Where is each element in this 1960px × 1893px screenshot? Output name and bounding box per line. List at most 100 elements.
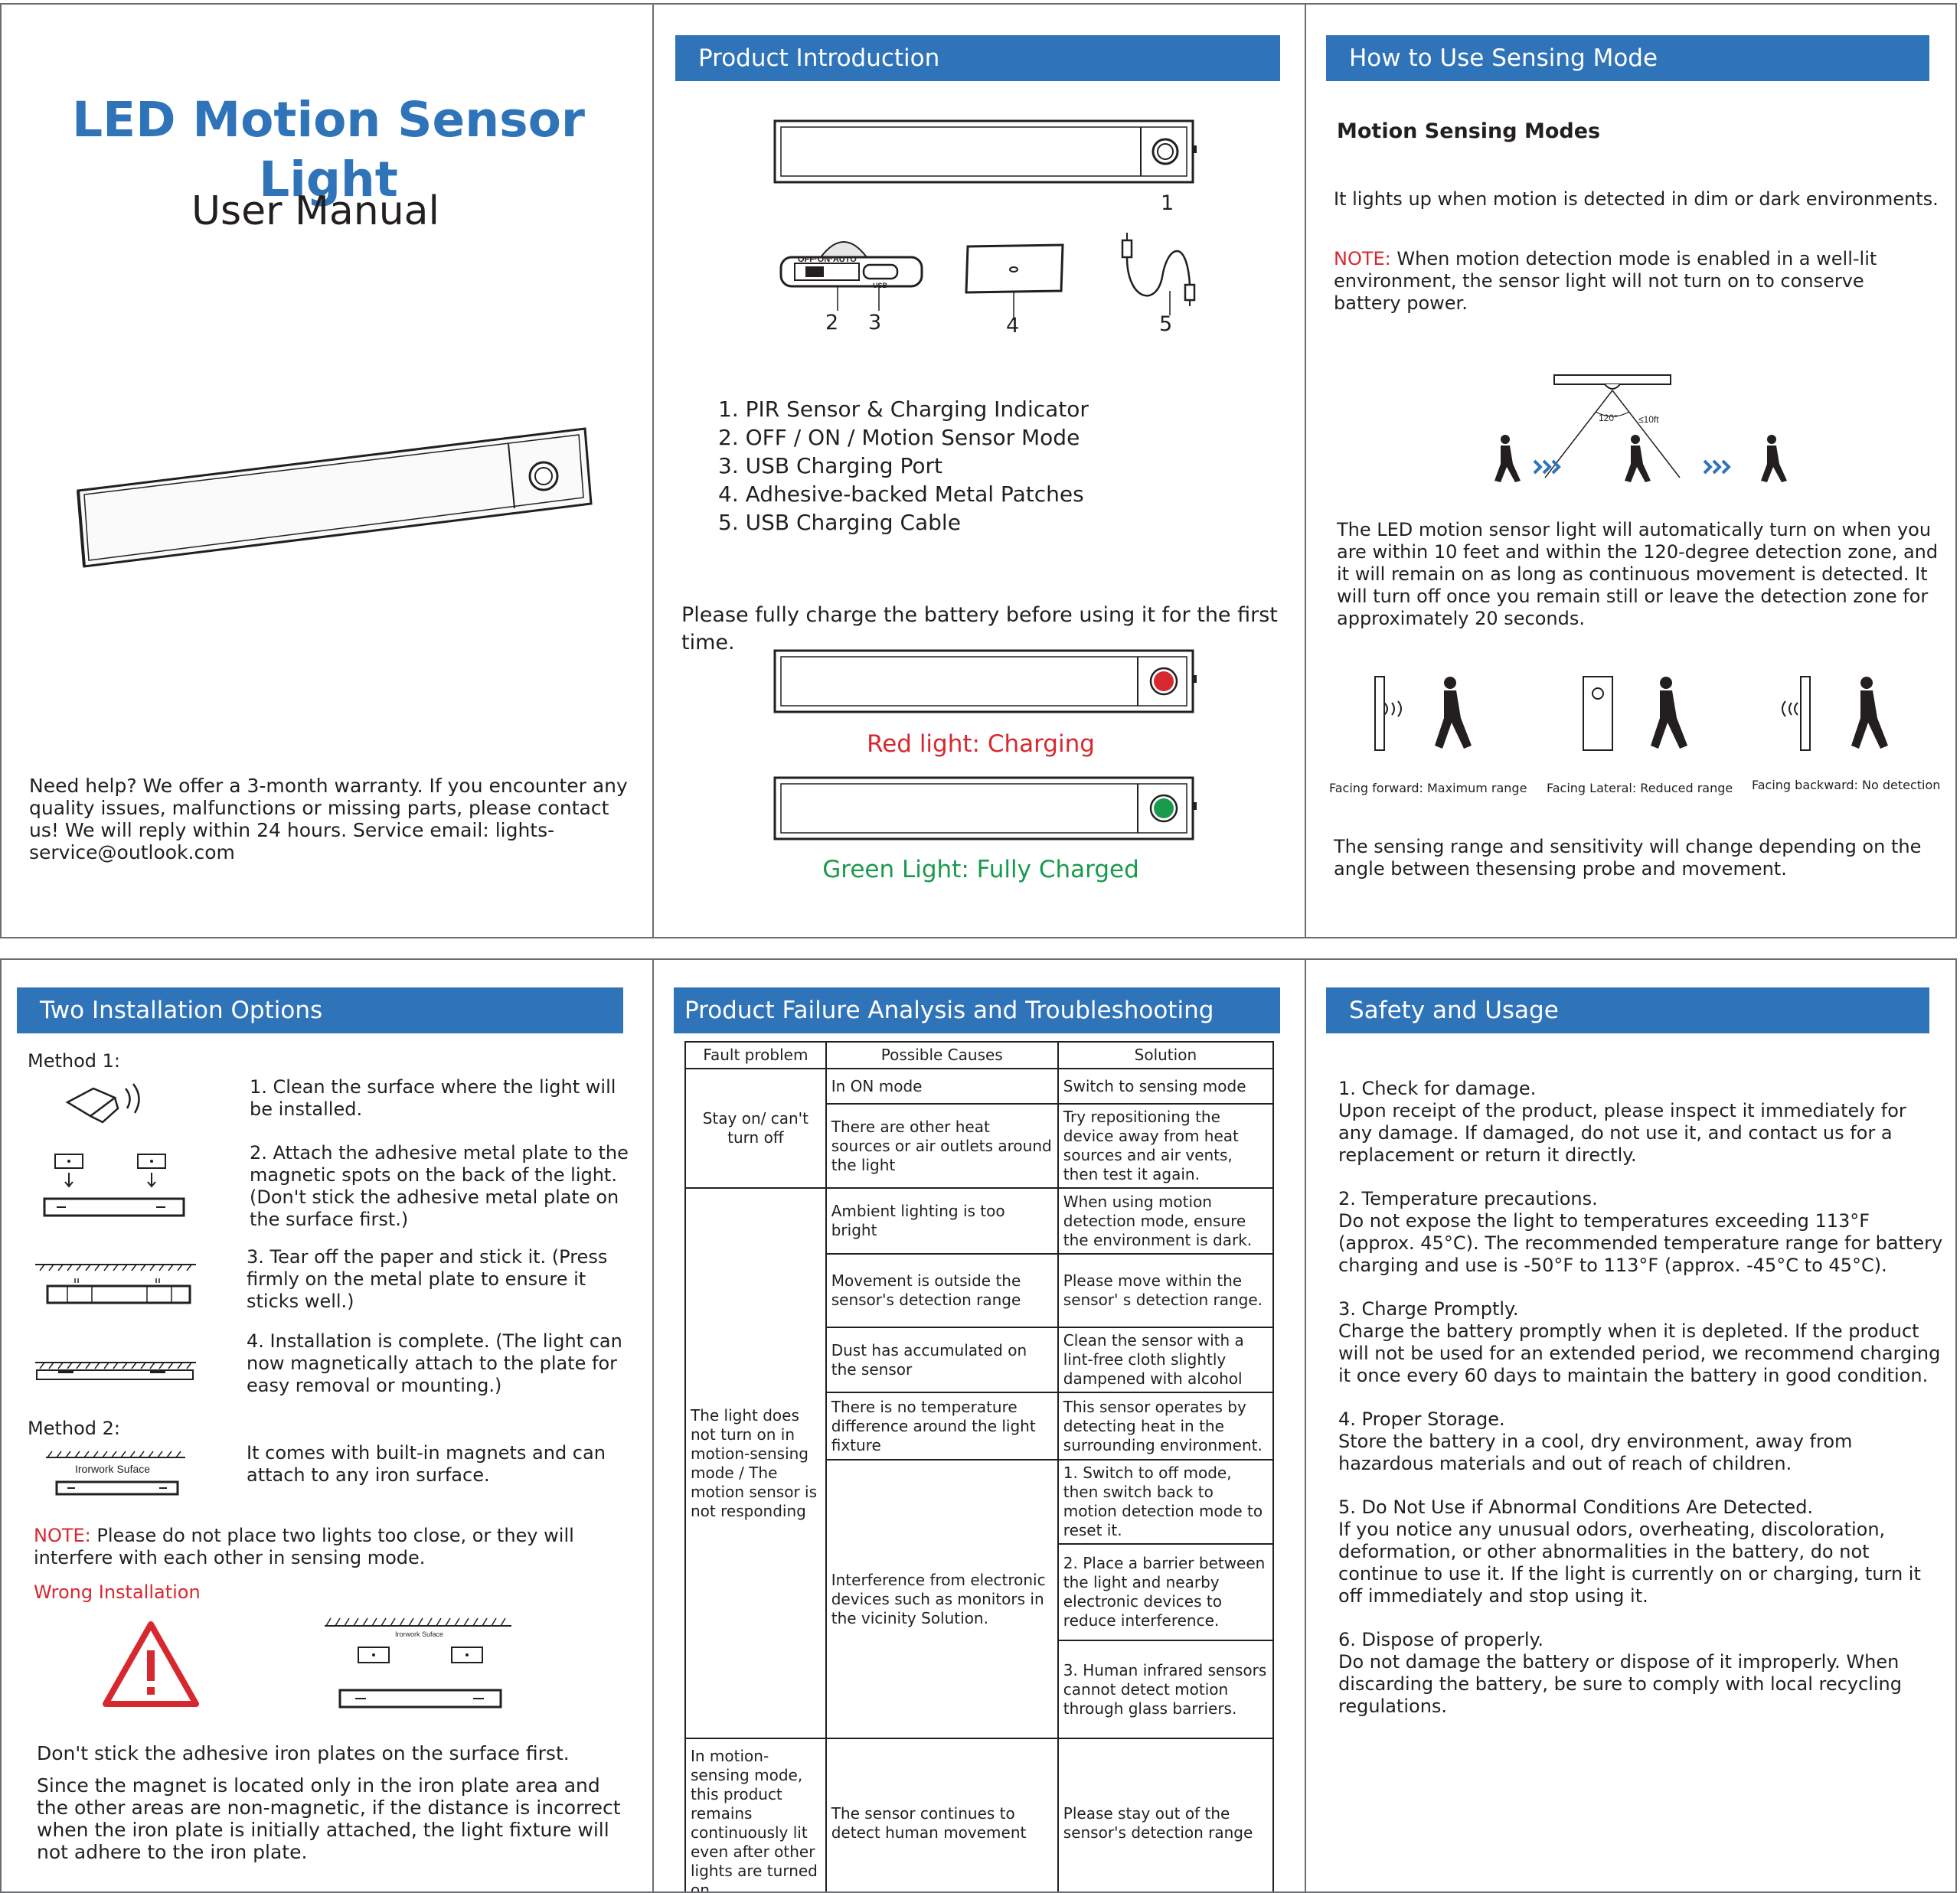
range-note: The sensing range and sensitivity will c…: [1334, 836, 1922, 880]
distance-label: ≤10ft: [1638, 414, 1659, 425]
cause-cell: Movement is outside the sensor's detecti…: [825, 1253, 1059, 1328]
part-item: 5. USB Charging Cable: [718, 510, 961, 535]
part-item: 2. OFF / ON / Motion Sensor Mode: [718, 425, 1080, 450]
charging-bar: [773, 649, 1197, 713]
red-light-label: Red light: Charging: [867, 730, 1095, 758]
parts-list: 1. PIR Sensor & Charging Indicator 2. OF…: [718, 395, 1254, 537]
sensor-end-illustration: OFF·ON·AUTO USB: [779, 241, 923, 311]
install-header: Two Installation Options: [17, 987, 623, 1033]
attach-plate-diagram: [43, 1154, 185, 1217]
green-light-label: Green Light: Fully Charged: [822, 856, 1139, 883]
cover-panel: LED Motion Sensor Light User Manual Need…: [0, 3, 654, 938]
manual-title: LED Motion Sensor Light: [72, 92, 585, 207]
trouble-panel: Product Failure Analysis and Troubleshoo…: [652, 958, 1306, 1893]
solution-cell: Please stay out of the sensor's detectio…: [1057, 1738, 1275, 1891]
table-row: 3. Human infrared sensors cannot detect …: [685, 1640, 1275, 1739]
col-solution: Solution: [1057, 1041, 1275, 1069]
install-note: NOTE: Please do not place two lights too…: [34, 1525, 639, 1569]
callout-4: 4: [1006, 314, 1020, 338]
safety-item-body: If you notice any unusual odors, overhea…: [1338, 1519, 1921, 1607]
solution-cell: 3. Human infrared sensors cannot detect …: [1057, 1640, 1275, 1739]
green-indicator-icon: [1154, 798, 1174, 818]
magnet-explain: Since the magnet is located only in the …: [37, 1774, 621, 1863]
safety-item: 1. Check for damage.Upon receipt of the …: [1338, 1078, 1943, 1167]
col-causes: Possible Causes: [825, 1041, 1059, 1069]
install-step-3: 3. Tear off the paper and stick it. (Pre…: [247, 1246, 608, 1312]
light-bar-illustration: [77, 427, 593, 568]
walking-sequence: [1494, 435, 1787, 482]
safety-item: 6. Dispose of properly.Do not damage the…: [1338, 1629, 1943, 1718]
table-row: There is no temperature difference aroun…: [685, 1392, 1275, 1461]
warning-icon: [103, 1621, 199, 1707]
sensing-subtitle: Motion Sensing Modes: [1337, 119, 1601, 143]
safety-list: 1. Check for damage.Upon receipt of the …: [1338, 1078, 1943, 1718]
solution-cell: Clean the sensor with a lint-free cloth …: [1057, 1327, 1275, 1393]
install-step-2: 2. Attach the adhesive metal plate to th…: [250, 1142, 629, 1230]
table-row: In motion-sensing mode, this product rem…: [684, 1738, 1275, 1891]
fault-cell: In motion-sensing mode, this product rem…: [684, 1738, 827, 1891]
solution-cell: This sensor operates by detecting heat i…: [1057, 1392, 1275, 1461]
safety-item-body: Do not expose the light to temperatures …: [1338, 1210, 1943, 1276]
fault-cell: Stay on/ can't turn off: [684, 1068, 827, 1189]
safety-item-title: 2. Temperature precautions.: [1338, 1188, 1598, 1209]
part-item: 3. USB Charging Port: [718, 453, 942, 478]
light-bar-front: [773, 119, 1197, 184]
safety-item-title: 3. Charge Promptly.: [1338, 1298, 1519, 1320]
usb-label: USB: [873, 282, 888, 289]
charge-note: Please fully charge the battery before u…: [681, 603, 1278, 654]
method2-diagram: Irorwork Suface: [46, 1451, 185, 1496]
cause-cell: In ON mode: [825, 1068, 1059, 1105]
metal-patch-illustration: [965, 243, 1064, 320]
hand-wiping-icon: [65, 1083, 140, 1124]
table-row: The light does not turn on in motion-sen…: [684, 1187, 1275, 1739]
table-header-row: Fault problem Possible Causes Solution: [684, 1041, 1275, 1069]
callout-1: 1: [1161, 191, 1174, 215]
method2-label: Method 2:: [28, 1418, 120, 1439]
safety-item-title: 5. Do Not Use if Abnormal Conditions Are…: [1338, 1496, 1814, 1518]
cause-cell: There are other heat sources or air outl…: [825, 1103, 1059, 1189]
callout-5: 5: [1159, 312, 1173, 336]
dont-stick-text: Don't stick the adhesive iron plates on …: [37, 1742, 570, 1764]
trouble-header: Product Failure Analysis and Troubleshoo…: [674, 987, 1280, 1033]
safety-item-title: 4. Proper Storage.: [1338, 1408, 1505, 1430]
sensing-lead: It lights up when motion is detected in …: [1334, 188, 1939, 210]
facing-lateral-label: Facing Lateral: Reduced range: [1547, 781, 1733, 795]
safety-panel: Safety and Usage 1. Check for damage.Upo…: [1305, 958, 1957, 1893]
red-indicator-icon: [1154, 671, 1174, 691]
safety-header: Safety and Usage: [1326, 987, 1929, 1033]
sensing-description: The LED motion sensor light will automat…: [1337, 519, 1939, 629]
switch-label: OFF·ON·AUTO: [798, 255, 857, 264]
wrong-install-diagram: Irorwork Suface: [325, 1617, 511, 1709]
wrong-install-label: Wrong Installation: [34, 1581, 201, 1603]
cause-cell: Dust has accumulated on the sensor: [825, 1327, 1059, 1393]
safety-item-body: Charge the battery promptly when it is d…: [1338, 1320, 1941, 1386]
help-text: Need help? We offer a 3-month warranty. …: [29, 775, 628, 863]
table-row: There are other heat sources or air outl…: [685, 1103, 1275, 1189]
safety-item-body: Do not damage the battery or dispose of …: [1338, 1651, 1902, 1717]
install-step-1: 1. Clean the surface where the light wil…: [250, 1076, 616, 1120]
safety-item: 5. Do Not Use if Abnormal Conditions Are…: [1338, 1496, 1943, 1607]
angle-label: 120°: [1599, 413, 1618, 423]
table-row: Movement is outside the sensor's detecti…: [685, 1253, 1275, 1328]
intro-header: Product Introduction: [675, 35, 1280, 81]
solution-cell: When using motion detection mode, ensure…: [1057, 1187, 1275, 1255]
safety-item-body: Store the battery in a cool, dry environ…: [1338, 1431, 1853, 1474]
facing-backward-diagram: [1782, 676, 1888, 751]
install-complete-diagram: [35, 1362, 196, 1380]
cause-cell: Interference from electronic devices suc…: [825, 1459, 1059, 1739]
facing-lateral-diagram: [1583, 676, 1687, 751]
solution-cell: 2. Place a barrier between the light and…: [1057, 1543, 1275, 1641]
solution-cell: Switch to sensing mode: [1057, 1068, 1275, 1105]
install-note-label: NOTE:: [34, 1525, 91, 1546]
callout-3: 3: [868, 311, 882, 335]
install-step-4: 4. Installation is complete. (The light …: [247, 1330, 622, 1396]
safety-item: 2. Temperature precautions.Do not expose…: [1338, 1188, 1943, 1277]
solution-cell: Please move within the sensor' s detecti…: [1057, 1253, 1275, 1328]
fault-cell: The light does not turn on in motion-sen…: [684, 1187, 827, 1739]
detection-zone-diagram: 120° ≤10ft: [1544, 374, 1681, 478]
surface-label: Irorwork Suface: [75, 1463, 150, 1475]
method2-text: It comes with built-in magnets and can a…: [247, 1442, 606, 1486]
safety-item-title: 6. Dispose of properly.: [1338, 1629, 1544, 1650]
manual-subtitle: User Manual: [191, 188, 439, 234]
safety-item-title: 1. Check for damage.: [1338, 1078, 1537, 1099]
